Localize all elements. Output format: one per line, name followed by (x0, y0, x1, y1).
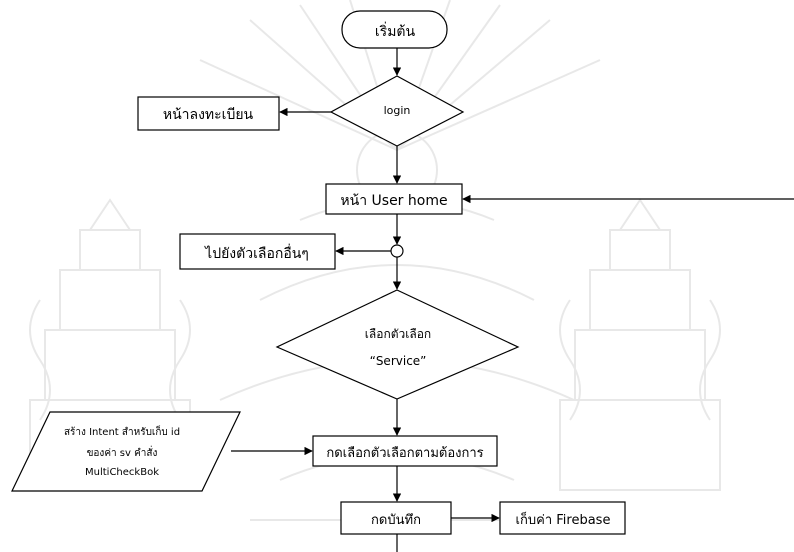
other-options-label: ไปยังตัวเลือกอื่นๆ (205, 246, 309, 262)
select-service-label-1: เลือกตัวเลือก (364, 327, 432, 341)
login-label: login (383, 104, 411, 117)
select-service-label-2: “Service” (369, 354, 427, 368)
create-intent-parallelogram (11, 411, 241, 492)
create-intent-label-2: ของค่า sv คำสั่ง (86, 448, 158, 459)
register-box (137, 96, 280, 131)
start-terminator (341, 10, 448, 49)
register-label: หน้าลงทะเบียน (162, 107, 254, 123)
user-home-box (325, 183, 463, 215)
create-intent-label-3: MultiCheckBok (85, 467, 159, 478)
firebase-box (499, 501, 626, 535)
save-box (340, 501, 452, 535)
choose-options-label: กดเลือกตัวเลือกตามต้องการ (326, 446, 484, 461)
save-label: กดบันทึก (371, 513, 421, 528)
choose-options-box (312, 435, 498, 467)
create-intent-label-1: สร้าง Intent สำหรับเก็บ id (63, 427, 181, 438)
junction-circle (390, 244, 404, 258)
user-home-label: หน้า User home (340, 193, 448, 209)
start-label: เริ่มต้น (374, 24, 416, 40)
firebase-label: เก็บค่า Firebase (515, 513, 611, 528)
select-service-decision (275, 289, 520, 400)
other-options-box (179, 233, 336, 270)
